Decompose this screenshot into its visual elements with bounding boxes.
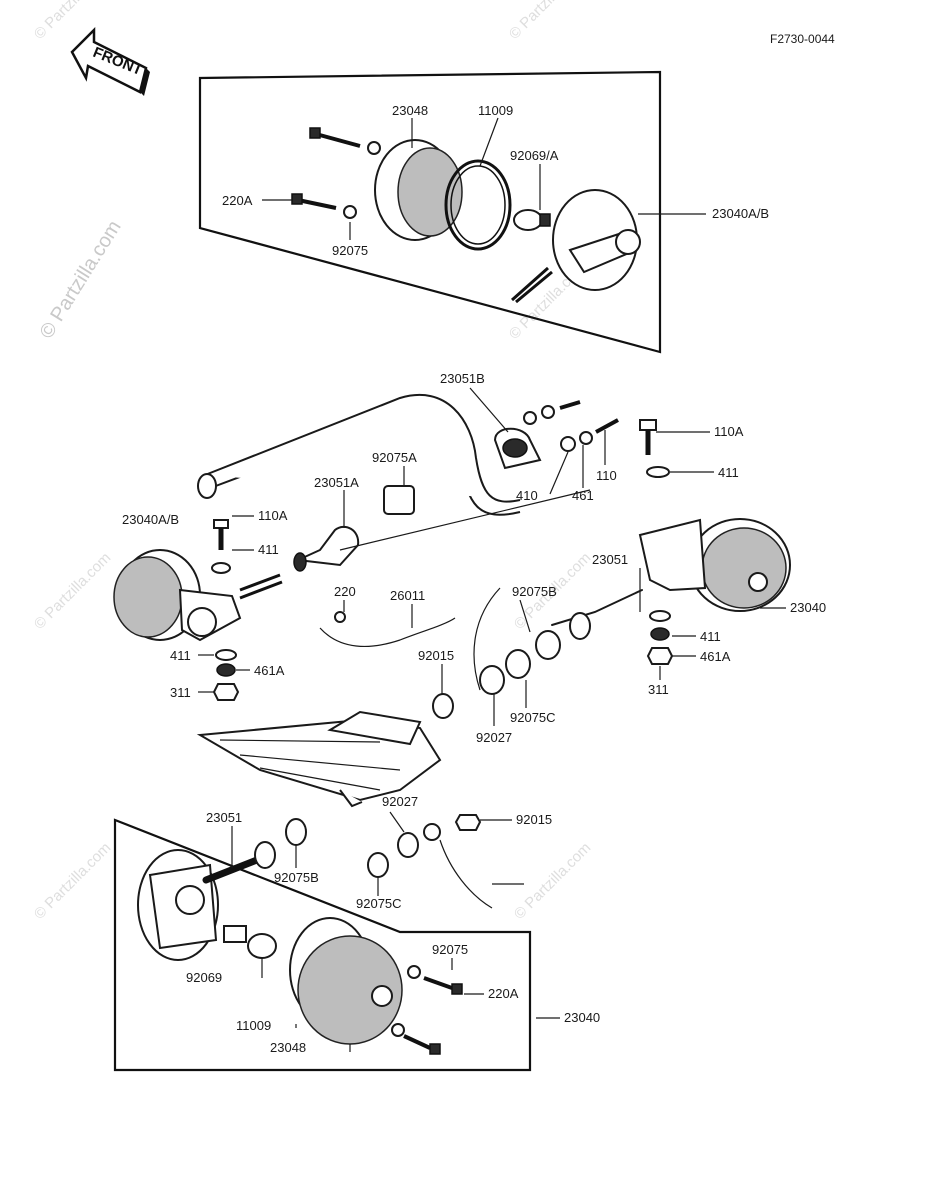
watermark-6: © Partzilla.com [31, 839, 114, 922]
bottom-assembly [137, 814, 493, 1055]
label-92075B-bottom: 92075B [274, 870, 319, 885]
label-23040-bottom: 23040 [564, 1010, 600, 1025]
label-110A-left: 110A [258, 508, 288, 523]
label-410: 410 [516, 488, 538, 503]
middle-assembly [113, 400, 791, 719]
label-23051A: 23051A [314, 475, 359, 490]
watermark-2: © Partzilla.com [506, 0, 589, 43]
top-turn-signal-assembly [291, 127, 641, 304]
watermark-1: © Partzilla.com [31, 0, 114, 43]
label-92069A: 92069/A [510, 148, 559, 163]
label-92015-bottom: 92015 [516, 812, 552, 827]
label-23040-right: 23040 [790, 600, 826, 615]
label-23051-bottom: 23051 [206, 810, 242, 825]
label-311-left: 311 [170, 685, 191, 700]
frame [196, 710, 442, 808]
label-92027-mid: 92027 [476, 730, 512, 745]
front-arrow-icon: FRONT [70, 26, 150, 96]
label-461: 461 [572, 488, 594, 503]
bottom-leaders [231, 811, 560, 1052]
watermark-4: © Partzilla.com [31, 549, 114, 632]
bottom-assembly-box [113, 818, 532, 1072]
label-110: 110 [596, 468, 617, 483]
label-461A-right: 461A [700, 649, 731, 664]
label-92075C-bottom: 92075C [356, 896, 402, 911]
label-110A-right: 110A [714, 424, 744, 439]
label-92075-bottom: 92075 [432, 942, 468, 957]
diagram-code: F2730-0044 [770, 32, 835, 46]
label-220-mid: 220 [334, 584, 356, 599]
label-23040AB-top: 23040A/B [712, 206, 769, 221]
label-461A-left: 461A [254, 663, 285, 678]
label-411-left-top: 411 [258, 542, 279, 557]
label-411-right: 411 [700, 629, 721, 644]
handlebar [197, 393, 521, 516]
label-92075B-mid: 92075B [512, 584, 557, 599]
label-23051-right: 23051 [592, 552, 628, 567]
watermark-main: © Partzilla.com [36, 217, 126, 343]
label-92075A: 92075A [372, 450, 417, 465]
label-92027-bottom: 92027 [382, 794, 418, 809]
middle-leaders [198, 387, 786, 726]
label-26011: 26011 [390, 588, 425, 603]
label-92015-mid: 92015 [418, 648, 454, 663]
label-23048-bottom: 23048 [270, 1040, 306, 1055]
label-23040AB-left: 23040A/B [122, 512, 179, 527]
label-311-right: 311 [648, 682, 669, 697]
top-leaders [262, 117, 706, 240]
watermark-7: © Partzilla.com [511, 839, 594, 922]
label-411-left: 411 [170, 648, 191, 663]
label-411-right-top: 411 [718, 465, 739, 480]
label-11009-bottom: 11009 [236, 1018, 271, 1033]
label-23048-top: 23048 [392, 103, 428, 118]
label-23051B: 23051B [440, 371, 485, 386]
label-220A-top: 220A [222, 193, 253, 208]
label-92075C-mid: 92075C [510, 710, 556, 725]
label-11009-top: 11009 [478, 103, 513, 118]
label-220A-bottom: 220A [488, 986, 519, 1001]
label-92075-top: 92075 [332, 243, 368, 258]
label-92069: 92069 [186, 970, 222, 985]
top-assembly-box [198, 70, 662, 354]
